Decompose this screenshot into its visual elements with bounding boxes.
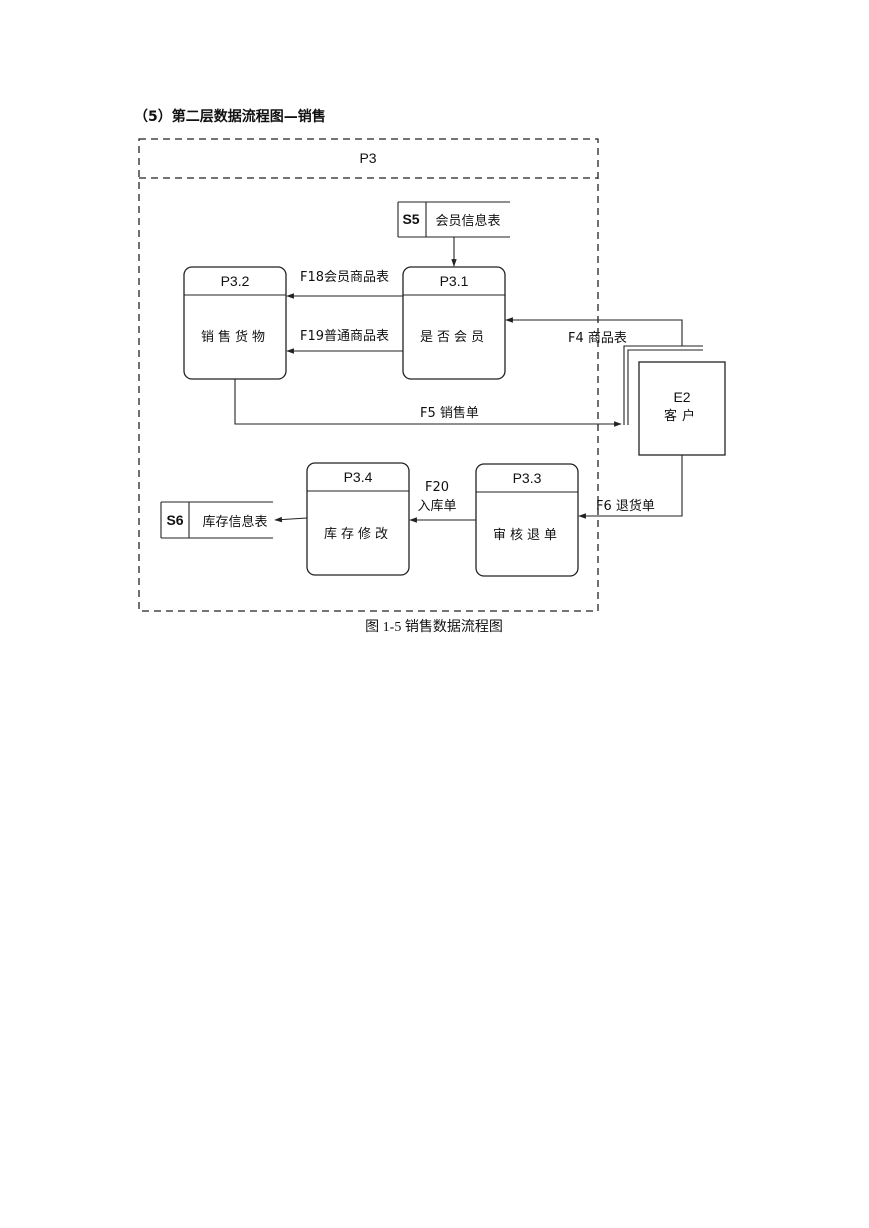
flow-f5-arrow xyxy=(234,379,622,427)
p3-boundary-label: P3 xyxy=(359,150,376,166)
process-p3-2-name: 销售货物 xyxy=(201,329,269,345)
flow-f4-label: F4 商品表 xyxy=(568,331,627,346)
flow-f4-arrow xyxy=(505,317,683,346)
flow-p3-4-to-s6 xyxy=(274,516,308,523)
p3-boundary: P3 xyxy=(138,138,599,612)
flow-f20-name: 入库单 xyxy=(417,498,456,514)
flow-f5-label: F5 销售单 xyxy=(420,405,479,421)
flow-f6-label: F6 退货单 xyxy=(596,498,655,514)
process-p3-4-name: 库存修改 xyxy=(324,526,392,542)
data-store-s6: S6 库存信息表 xyxy=(160,501,273,539)
process-p3-2: P3.2 销售货物 xyxy=(183,266,287,380)
section-heading: （5）第二层数据流程图—销售 xyxy=(134,108,326,125)
data-store-s5-name: 会员信息表 xyxy=(435,213,500,229)
process-p3-1-name: 是否会员 xyxy=(420,330,488,345)
flow-f19-label: F19普通商品表 xyxy=(300,329,389,344)
external-entity-e2-name: 客户 xyxy=(664,408,700,424)
flow-f20-id: F20 xyxy=(425,480,449,495)
data-store-s5-id: S5 xyxy=(402,211,419,227)
process-p3-3-name: 审核退单 xyxy=(493,528,561,543)
process-p3-3: P3.3 审核退单 xyxy=(475,463,579,577)
p3-boundary-frame xyxy=(138,138,599,612)
process-p3-2-id: P3.2 xyxy=(221,273,250,289)
process-p3-4: P3.4 库存修改 xyxy=(306,462,410,576)
data-store-s6-name: 库存信息表 xyxy=(202,514,267,530)
figure-caption: 图 1-5 销售数据流程图 xyxy=(365,619,503,635)
process-p3-3-id: P3.3 xyxy=(513,470,542,486)
external-entity-e2-id: E2 xyxy=(673,389,690,405)
flow-f6-arrow xyxy=(578,455,683,519)
process-p3-1: P3.1 是否会员 xyxy=(402,266,506,380)
process-p3-1-id: P3.1 xyxy=(440,273,469,289)
external-entity-e2: E2 客户 xyxy=(623,345,726,456)
data-store-s5: S5 会员信息表 xyxy=(397,201,510,238)
process-p3-4-id: P3.4 xyxy=(344,469,373,485)
flow-f18-label: F18会员商品表 xyxy=(300,270,389,285)
data-store-s6-id: S6 xyxy=(166,512,183,528)
